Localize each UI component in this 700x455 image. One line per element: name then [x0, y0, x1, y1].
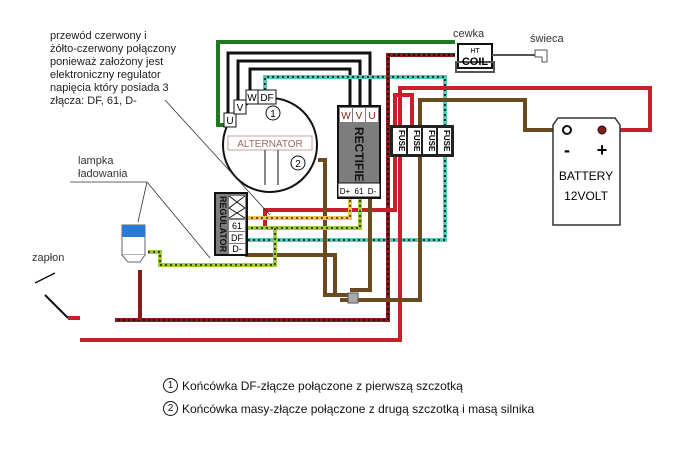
fuse-4: FUSE [442, 130, 451, 152]
note-pointer [164, 99, 271, 216]
regulator-label: REGULATOR [218, 196, 228, 253]
coil-label: COIL [462, 56, 489, 68]
legend-number-2: 2 [163, 401, 178, 416]
fuse-2: FUSE [412, 130, 421, 152]
rect-terminal-61: 61 [355, 187, 364, 196]
wire-brown-battery [340, 98, 565, 302]
reg-terminal-df: DF [231, 233, 243, 243]
wire-black-2 [236, 59, 362, 108]
rect-terminal-dplus: D+ [340, 187, 351, 196]
rect-terminal-v: V [356, 111, 363, 122]
battery-minus: - [564, 140, 570, 160]
lamp-label: lampka ładowania [78, 155, 128, 180]
alt-terminal-df: DF [260, 93, 273, 104]
wire-brown-reg [245, 253, 337, 295]
lamp-pointer-2 [137, 181, 148, 223]
wire-yellow-61 [245, 195, 352, 220]
battery-body [552, 117, 621, 226]
alternator-label: ALTERNATOR [237, 139, 303, 150]
ignition-label: zapłon [32, 252, 65, 264]
lamp-pointer-3 [146, 181, 211, 259]
legend-number-1: 1 [163, 378, 178, 393]
ignition-switch [44, 294, 69, 319]
battery-label: BATTERY [559, 169, 613, 183]
ht-coil [457, 43, 493, 69]
legend-text-1: Końcówka DF-złącze połączone z pierwszą … [182, 378, 463, 393]
fuse-1: FUSE [397, 130, 406, 152]
rect-terminal-u: U [368, 111, 375, 122]
alt-terminal-u: U [226, 116, 233, 127]
wire-red-battery [80, 86, 652, 342]
wire-darkred-coil [115, 53, 455, 322]
reg-terminal-dminus: D- [232, 244, 242, 254]
rectifier-label: RECTIFIER [352, 127, 366, 191]
legend-item-1: 1 Końcówka DF-złącze połączone z pierwsz… [163, 378, 463, 393]
wire-lime-lamp [148, 228, 277, 267]
legend-item-2: 2 Końcówka masy-złącze połączone z drugą… [163, 401, 534, 416]
alt-terminal-w: W [247, 93, 257, 104]
wire-black-3 [248, 67, 352, 108]
spark-plug-cap [534, 49, 548, 63]
rect-terminal-w: W [341, 111, 351, 122]
coil-caption: cewka [453, 28, 485, 40]
battery-plus: + [597, 140, 608, 160]
fuse-block: FUSE FUSE FUSE FUSE [390, 125, 454, 157]
alt-marker-1: 1 [270, 109, 276, 120]
alt-terminal-v: V [237, 103, 244, 114]
rect-terminal-dminus: D- [368, 187, 377, 196]
wire-brown-rectifier [350, 195, 372, 292]
regulator-note: przewód czerwony i żółto-czerwony połącz… [50, 30, 176, 107]
spark-plug-caption: świeca [530, 33, 564, 45]
reg-terminal-61: 61 [232, 221, 242, 231]
legend-text-2: Końcówka masy-złącze połączone z drugą s… [182, 401, 535, 416]
wire-black-1 [226, 51, 372, 118]
alt-marker-2: 2 [295, 159, 301, 170]
coil-ht-label: HT [470, 48, 480, 55]
ground-terminal [347, 292, 359, 304]
fuse-3: FUSE [427, 130, 436, 152]
battery-voltage: 12VOLT [564, 189, 608, 203]
